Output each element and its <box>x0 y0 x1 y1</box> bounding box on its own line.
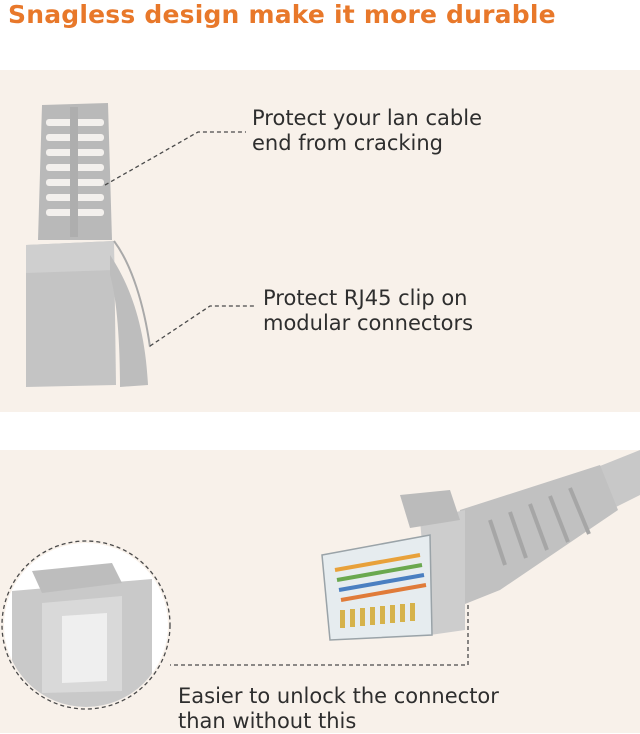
unlock-caption-line1: Easier to unlock the connector <box>178 684 499 708</box>
clip-protection-caption: Protect RJ45 clip on modular connectors <box>263 286 473 336</box>
crack-caption-line2: end from cracking <box>252 131 444 155</box>
crack-caption-line1: Protect your lan cable <box>252 106 483 130</box>
clip-caption-line2: modular connectors <box>263 311 474 335</box>
snagless-boot-image <box>26 103 151 387</box>
page-title: Snagless design make it more durable <box>8 0 556 29</box>
boot-closeup-image <box>4 543 168 707</box>
crack-protection-caption: Protect your lan cable end from cracking <box>252 106 482 156</box>
unlock-caption-line2: than without this <box>178 709 357 733</box>
rj45-connector-image <box>321 450 640 641</box>
clip-caption-line1: Protect RJ45 clip on <box>263 286 468 310</box>
unlock-caption: Easier to unlock the connector than with… <box>178 684 499 734</box>
